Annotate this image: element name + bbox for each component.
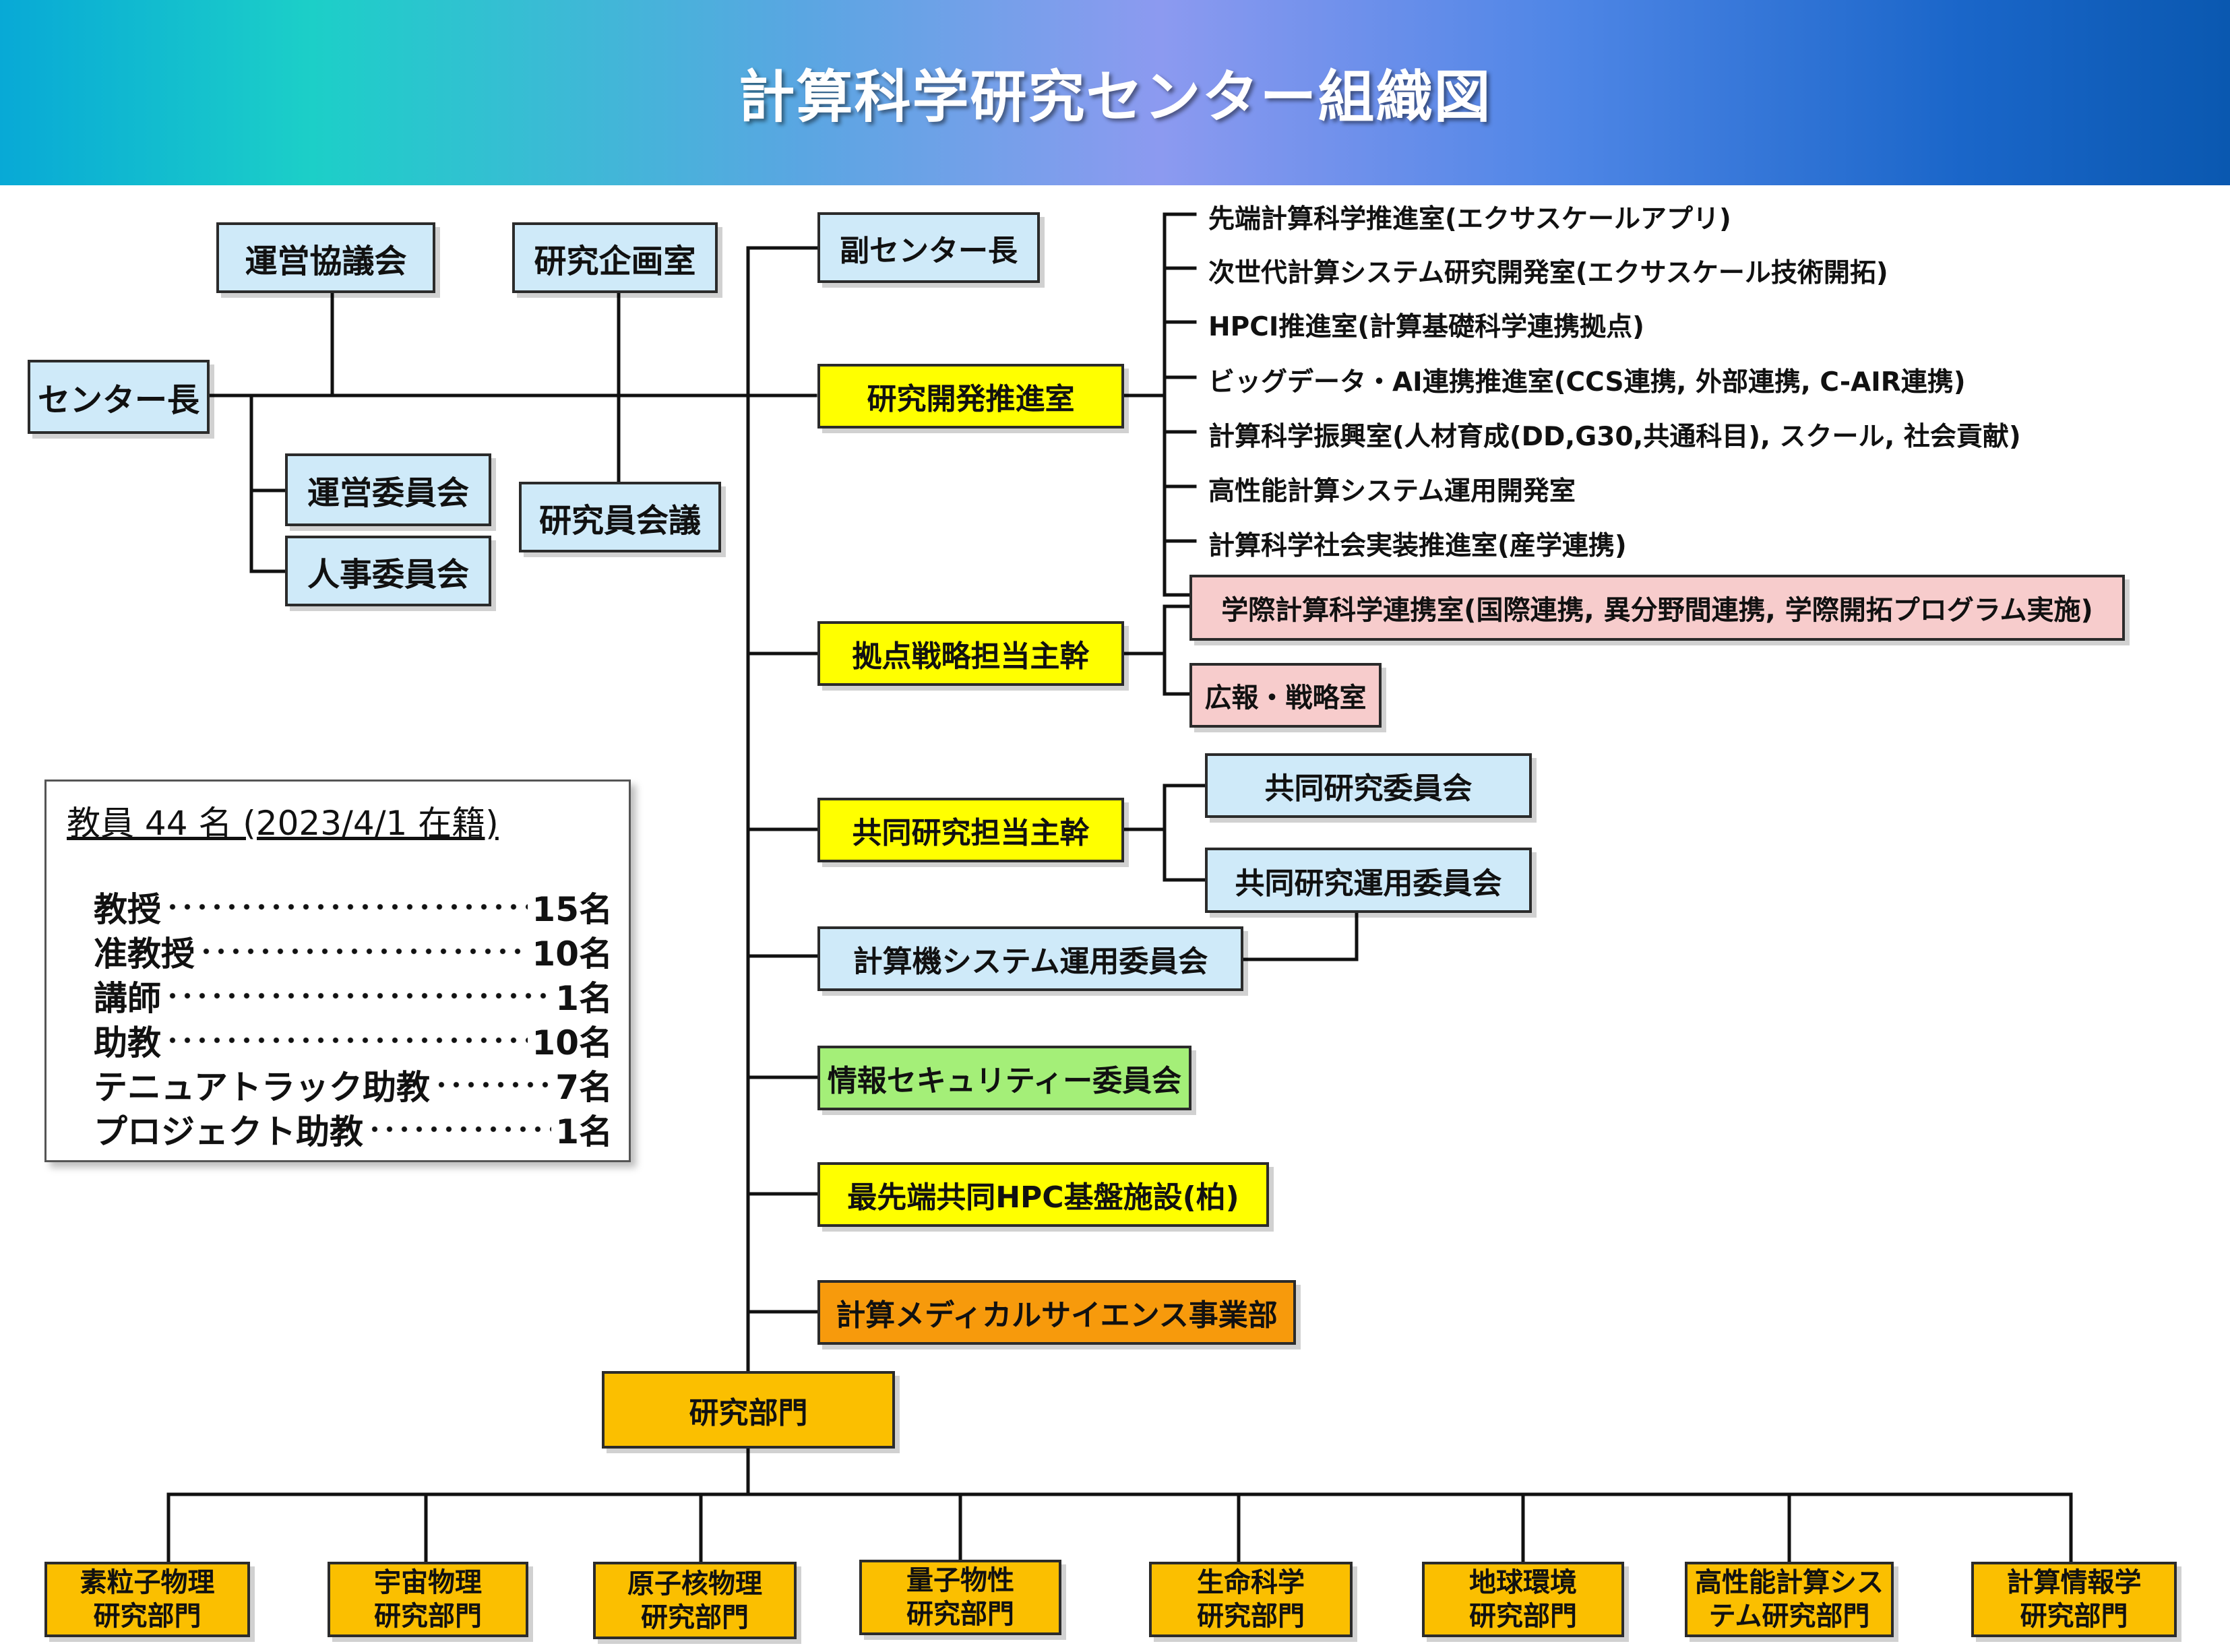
department-box: 生命科学 研究部門 [1149, 1562, 1353, 1637]
medical-science-box: 計算メディカルサイエンス事業部 [817, 1280, 1296, 1345]
office-label: 計算科学社会実装推進室(産学連携) [1208, 531, 1627, 561]
office-label: 先端計算科学推進室(エクサスケールアプリ) [1208, 204, 1731, 234]
faculty-count: 15名 [532, 890, 613, 929]
department-name: 原子核物理 [627, 1568, 762, 1599]
department-suffix: テム研究部門 [1708, 1601, 1870, 1632]
department-box: 高性能計算シス テム研究部門 [1685, 1562, 1894, 1637]
faculty-role: 助教 [94, 1023, 161, 1062]
steering-committee-box: 運営委員会 [285, 453, 491, 526]
faculty-count: 10名 [532, 1023, 613, 1062]
department-box: 宇宙物理 研究部門 [328, 1562, 528, 1637]
faculty-row: 助教 10名 [94, 1018, 613, 1062]
leader-dots [165, 1037, 528, 1044]
department-name: 量子物性 [906, 1565, 1014, 1596]
department-name: 宇宙物理 [374, 1567, 482, 1598]
department-suffix: 研究部門 [1197, 1601, 1305, 1632]
department-name: 高性能計算シス [1695, 1567, 1884, 1598]
page-title: 計算科学研究センター組織図 [738, 64, 1492, 130]
department-box: 計算情報学 研究部門 [1971, 1562, 2177, 1637]
joint-operation-committee-box: 共同研究運用委員会 [1205, 848, 1532, 913]
faculty-count: 7名 [555, 1068, 613, 1107]
steering-council-box: 運営協議会 [216, 222, 435, 293]
department-name: 素粒子物理 [80, 1567, 215, 1598]
faculty-row: テニュアトラック助教 7名 [94, 1062, 613, 1107]
faculty-role: 講師 [94, 979, 161, 1018]
department-box: 原子核物理 研究部門 [593, 1562, 797, 1639]
department-name: 生命科学 [1197, 1567, 1305, 1598]
title-banner [0, 0, 2230, 185]
planning-office-box: 研究企画室 [512, 222, 718, 293]
faculty-count: 1名 [555, 979, 613, 1018]
jcahpc-box: 最先端共同HPC基盤施設(柏) [817, 1162, 1269, 1227]
personnel-committee-box: 人事委員会 [285, 536, 491, 606]
department-box: 地球環境 研究部門 [1422, 1562, 1624, 1637]
computer-system-committee-box: 計算機システム運用委員会 [817, 926, 1243, 991]
faculty-role: プロジェクト助教 [94, 1112, 363, 1151]
joint-research-committee-box: 共同研究委員会 [1205, 753, 1532, 818]
department-suffix: 研究部門 [641, 1601, 749, 1633]
office-label: 高性能計算システム運用開発室 [1208, 476, 1576, 507]
department-suffix: 研究部門 [1469, 1601, 1577, 1632]
leader-dots [367, 1126, 552, 1133]
office-label: 次世代計算システム研究開発室(エクサスケール技術開拓) [1208, 258, 1888, 288]
faculty-row: 教授 15名 [94, 885, 613, 929]
department-name: 計算情報学 [2006, 1567, 2142, 1598]
leader-dots [199, 948, 528, 955]
faculty-row: 講師 1名 [94, 974, 613, 1018]
faculty-role: 教授 [94, 890, 161, 929]
faculty-title: 教員 44 名 (2023/4/1 在籍) [67, 804, 499, 843]
department-box: 量子物性 研究部門 [859, 1560, 1061, 1635]
researchers-meeting-box: 研究員会議 [519, 482, 721, 552]
faculty-role: 准教授 [94, 934, 195, 974]
director-box: センター長 [28, 360, 210, 434]
leader-dots [434, 1081, 552, 1088]
joint-research-lead-box: 共同研究担当主幹 [817, 798, 1124, 862]
leader-dots [165, 903, 528, 910]
leader-dots [165, 992, 552, 999]
pr-office-box: 広報・戦略室 [1189, 663, 1382, 728]
faculty-row: 准教授 10名 [94, 929, 613, 974]
faculty-panel: 教員 44 名 (2023/4/1 在籍) 教授 15名 准教授 10名 講師 … [44, 780, 631, 1162]
department-box: 素粒子物理 研究部門 [44, 1562, 250, 1637]
rd-promotion-box: 研究開発推進室 [817, 364, 1124, 428]
office-label: ビッグデータ・AI連携推進室(CCS連携, 外部連携, C-AIR連携) [1208, 367, 1966, 398]
deputy-director-box: 副センター長 [817, 212, 1040, 283]
department-suffix: 研究部門 [2020, 1601, 2128, 1632]
faculty-count: 1名 [555, 1112, 613, 1151]
department-name: 地球環境 [1469, 1567, 1577, 1598]
faculty-count: 10名 [532, 934, 613, 974]
security-committee-box: 情報セキュリティー委員会 [817, 1046, 1191, 1110]
office-label: 計算科学振興室(人材育成(DD,G30,共通科目), スクール, 社会貢献) [1208, 422, 2021, 452]
department-suffix: 研究部門 [93, 1601, 202, 1632]
international-office-box: 学際計算科学連携室(国際連携, 異分野間連携, 学際開拓プログラム実施) [1189, 575, 2125, 641]
faculty-row: プロジェクト助教 1名 [94, 1107, 613, 1151]
faculty-role: テニュアトラック助教 [94, 1068, 430, 1107]
research-divisions-box: 研究部門 [602, 1371, 895, 1449]
base-strategy-box: 拠点戦略担当主幹 [817, 621, 1124, 686]
department-suffix: 研究部門 [374, 1601, 482, 1632]
office-label: HPCI推進室(計算基礎科学連携拠点) [1208, 312, 1645, 342]
department-suffix: 研究部門 [906, 1599, 1014, 1630]
